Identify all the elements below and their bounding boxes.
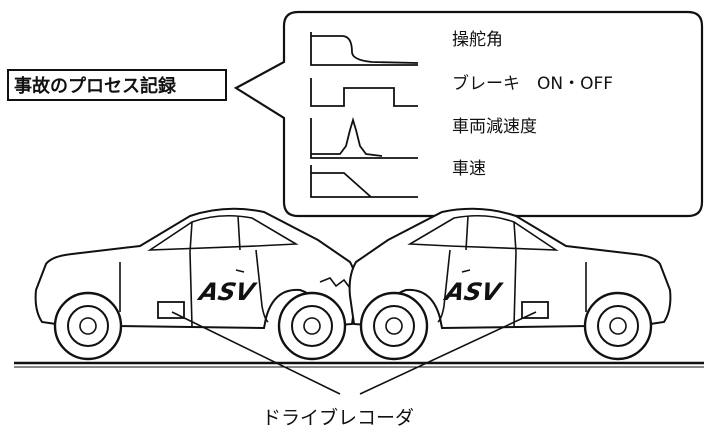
right-drive-recorder [521,301,549,319]
right-car-badge: ASV [441,277,506,306]
process-record-text: 事故のプロセス記録 [14,75,177,97]
left-car-doors [119,249,269,327]
brake-waveform [310,78,418,107]
process-record-label: 事故のプロセス記録 [7,69,227,101]
signal-label-steering: 操舵角 [452,30,503,50]
left-car-badge-text: ASV [195,277,260,306]
right-car-windows [407,214,559,253]
callout-bubble [233,10,704,218]
signal-row-speed: 車速 [310,159,486,198]
left-car-rear-wheel [53,291,123,361]
right-car-badge-text: ASV [441,277,506,306]
drive-recorder-label: ドライブレコーダ [262,406,414,429]
signal-row-brake: ブレーキ ON・OFF [310,73,613,107]
process-record-box [7,69,227,101]
speed-waveform [310,165,418,198]
signal-label-brake: ブレーキ ON・OFF [452,73,613,94]
right-car-doors [437,249,587,327]
left-car-front-wheel [277,291,347,361]
signal-label-deceleration: 車両減速度 [452,117,537,137]
right-car-rear-wheel [583,291,653,361]
recording-callout: 操舵角 ブレーキ ON・OFF 車両減速度 車速 [233,10,704,218]
left-car-windows [147,214,299,253]
left-car: ASV [34,207,358,361]
right-car: ASV [348,207,672,361]
right-car-front-wheel [359,291,429,361]
pointer-right [359,311,537,395]
pointer-left [171,311,341,395]
signal-row-deceleration: 車両減速度 [310,116,537,159]
signal-label-speed: 車速 [452,159,486,179]
deceleration-waveform [310,116,418,159]
steering-waveform [310,32,419,66]
signal-row-steering: 操舵角 [310,30,503,66]
left-car-badge: ASV [195,277,260,306]
recorder-pointer-lines [171,311,537,395]
